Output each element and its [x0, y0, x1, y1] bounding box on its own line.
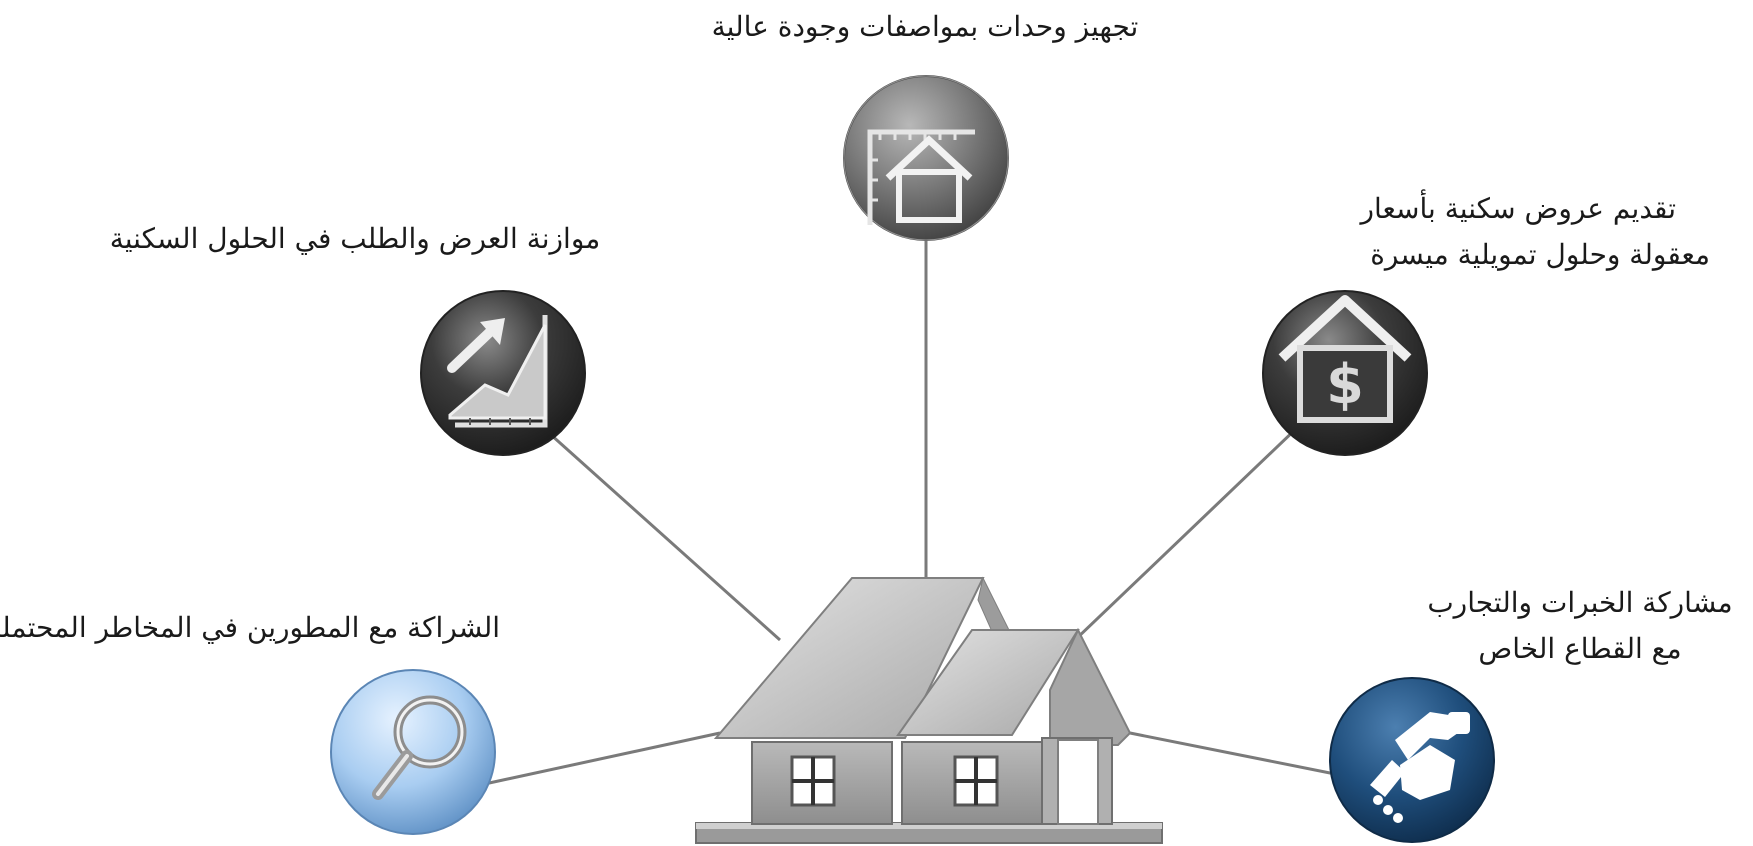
- node-upper-right-affordable-offers: $: [1262, 290, 1428, 456]
- growth-chart-icon: [447, 315, 548, 428]
- label-lower-right: مشاركة الخبرات والتجارب مع القطاع الخاص: [1420, 580, 1740, 672]
- label-lower-right-line-1: مشاركة الخبرات والتجارب: [1427, 586, 1733, 619]
- connector-lower-right: [1129, 731, 1341, 777]
- node-top-quality-units: [843, 75, 1009, 241]
- connector-upper-left: [538, 423, 782, 642]
- connector-lower-left: [479, 731, 721, 787]
- connector-upper-right: [1073, 423, 1302, 642]
- house-window-left: [790, 755, 836, 807]
- label-top: تجهيز وحدات بمواصفات وجودة عالية: [680, 4, 1170, 50]
- connector-lines: [479, 240, 1341, 787]
- svg-text:$: $: [1326, 353, 1364, 416]
- label-top-line-1: تجهيز وحدات بمواصفات وجودة عالية: [711, 10, 1139, 43]
- label-upper-right-line-1: تقديم عروض سكنية بأسعار: [1360, 192, 1677, 225]
- house-window-right: [953, 755, 999, 807]
- label-upper-right-line-2: معقولة وحلول تمويلية ميسرة: [1370, 238, 1710, 271]
- label-lower-right-line-2: مع القطاع الخاص: [1478, 632, 1682, 665]
- label-upper-left: موازنة العرض والطلب في الحلول السكنية: [100, 216, 610, 262]
- label-upper-left-line-1: موازنة العرض والطلب في الحلول السكنية: [109, 222, 601, 255]
- label-lower-left-line-1: الشراكة مع المطورين في المخاطر المحتملة: [0, 611, 500, 644]
- central-house-icon: [695, 576, 1163, 844]
- label-upper-right: تقديم عروض سكنية بأسعار معقولة وحلول تمو…: [1330, 186, 1711, 278]
- house-dollar-icon: $: [1278, 295, 1412, 423]
- label-lower-left: الشراكة مع المطورين في المخاطر المحتملة: [0, 605, 500, 651]
- house-ruler-icon: [867, 129, 975, 225]
- node-upper-left-supply-demand: [420, 290, 586, 456]
- node-lower-left-partnership: [330, 669, 496, 835]
- node-lower-right-private-sector: [1329, 677, 1495, 843]
- magnifier-icon: [372, 695, 467, 800]
- handshake-icon: [1370, 712, 1470, 823]
